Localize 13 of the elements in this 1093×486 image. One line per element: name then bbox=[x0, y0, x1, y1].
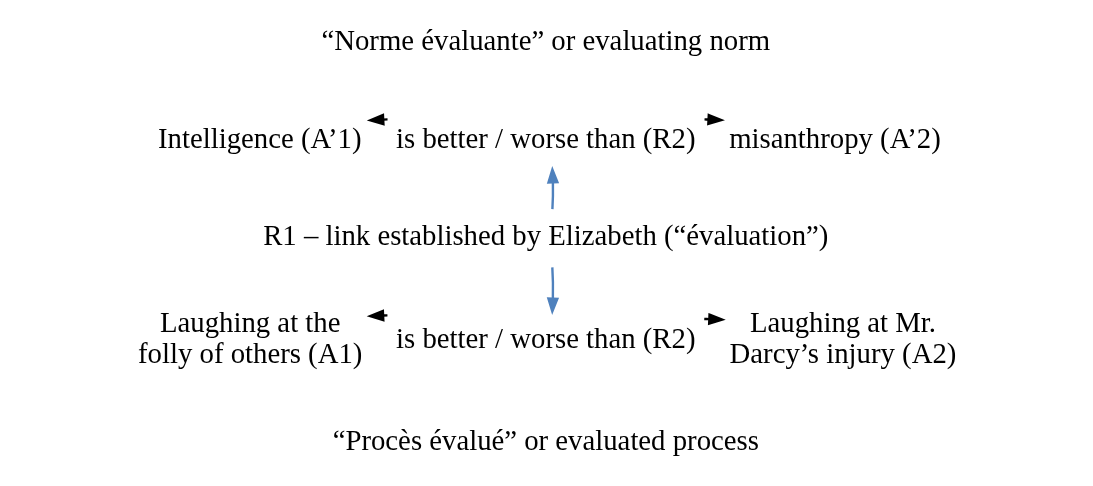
node-text: is better / worse than (R2) bbox=[395, 121, 695, 154]
node-text: misanthropy (A’2) bbox=[728, 121, 941, 154]
label: “Procès évalué” or evaluated process bbox=[332, 423, 759, 456]
label: “Norme évaluante” or evaluating norm bbox=[320, 24, 770, 57]
node-text: Laughing at the folly of others (A1) bbox=[137, 305, 362, 370]
node-text: Laughing at Mr. Darcy’s injury (A2) bbox=[729, 305, 956, 370]
arrow bbox=[546, 267, 559, 316]
arrow bbox=[366, 309, 387, 322]
arrow bbox=[366, 113, 388, 126]
node-text: R1 – link established by Elizabeth (“évaluation”) bbox=[262, 219, 828, 252]
node-text: is better / worse than (R2) bbox=[395, 321, 695, 354]
node-text: Intelligence (A’1) bbox=[157, 121, 362, 154]
arrow bbox=[546, 166, 559, 210]
